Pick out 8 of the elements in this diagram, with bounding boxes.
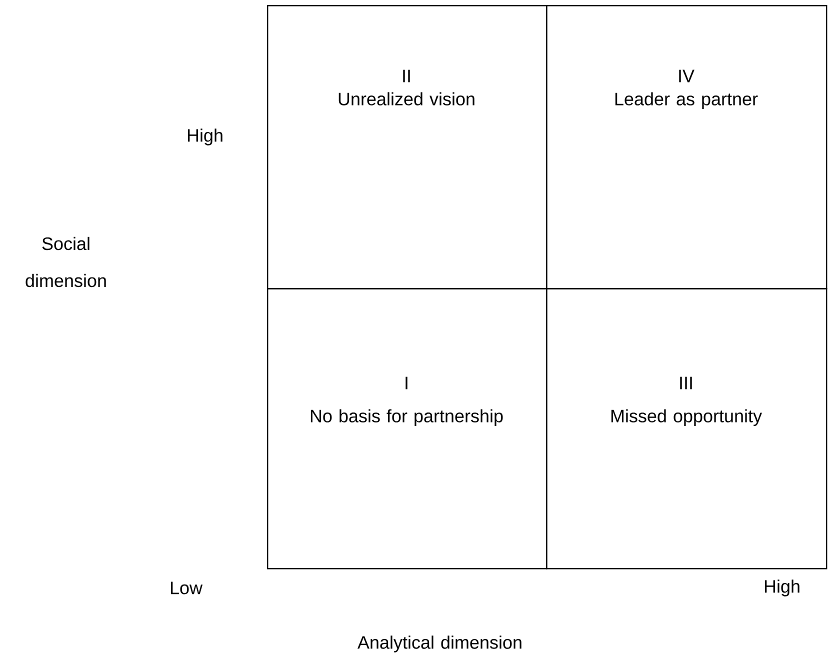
axis-label: Low	[170, 582, 203, 594]
quadrant-box: II Unrealized vision	[267, 5, 548, 290]
quadrant-box: I No basis for partnership	[267, 288, 548, 570]
axis-label: Analytical dimension	[358, 636, 522, 652]
quadrant-box: IV Leader as partner	[546, 5, 828, 290]
axis-label: High	[188, 128, 222, 146]
axis-label: Social dimension	[26, 236, 106, 288]
quadrant-box: III Missed opportunity	[546, 288, 828, 570]
